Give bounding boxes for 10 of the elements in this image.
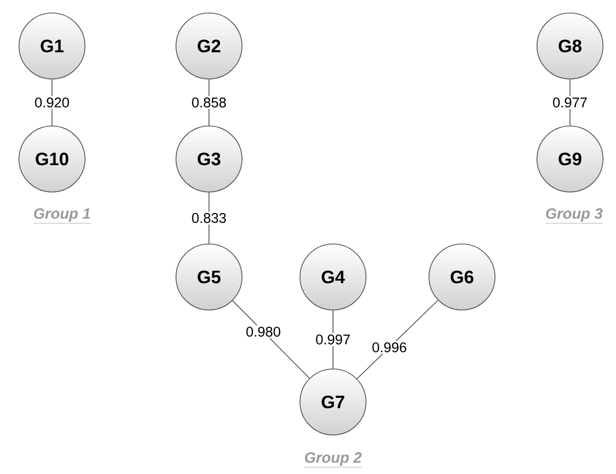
group-label: Group 1 [33, 208, 91, 224]
group-label: Group 3 [545, 208, 603, 224]
edge-label: 0.997 [314, 333, 352, 346]
edge-label: 0.833 [190, 212, 228, 224]
edge-label: 0.920 [33, 96, 72, 109]
edge-label: 0.977 [550, 96, 590, 109]
edge-label: 0.858 [190, 96, 228, 109]
edge-label: 0.980 [244, 325, 282, 338]
edge-label: 0.996 [370, 340, 408, 354]
group-label: Group 2 [304, 452, 362, 468]
